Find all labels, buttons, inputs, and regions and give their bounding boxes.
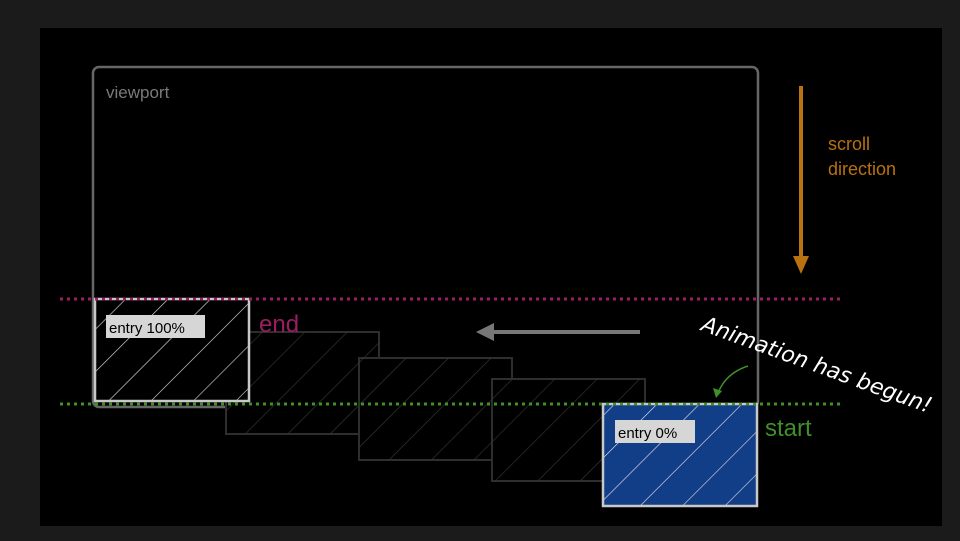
arrow-left-icon bbox=[476, 323, 640, 341]
entry-0-label: entry 0% bbox=[618, 425, 677, 442]
scroll-label-line1: scroll bbox=[828, 134, 870, 154]
entry-100-box: entry 100% bbox=[93, 297, 251, 403]
arrow-down-icon bbox=[793, 86, 809, 274]
end-label: end bbox=[259, 311, 299, 338]
scroll-label-line2: direction bbox=[828, 159, 896, 179]
diagram-svg: viewport entry 100% entry 0% end start bbox=[60, 65, 935, 508]
ghost-box-1 bbox=[225, 331, 380, 435]
ghost-box-2 bbox=[358, 357, 513, 461]
start-label: start bbox=[765, 415, 812, 442]
animation-begun-annotation: Animation has begun! bbox=[696, 311, 935, 418]
annotation-arrow-icon bbox=[713, 365, 749, 398]
diagram-canvas: viewport entry 100% entry 0% end start bbox=[40, 28, 942, 526]
entry-100-label: entry 100% bbox=[109, 320, 185, 337]
entry-0-box: entry 0% bbox=[601, 402, 759, 508]
viewport-label: viewport bbox=[106, 83, 170, 102]
